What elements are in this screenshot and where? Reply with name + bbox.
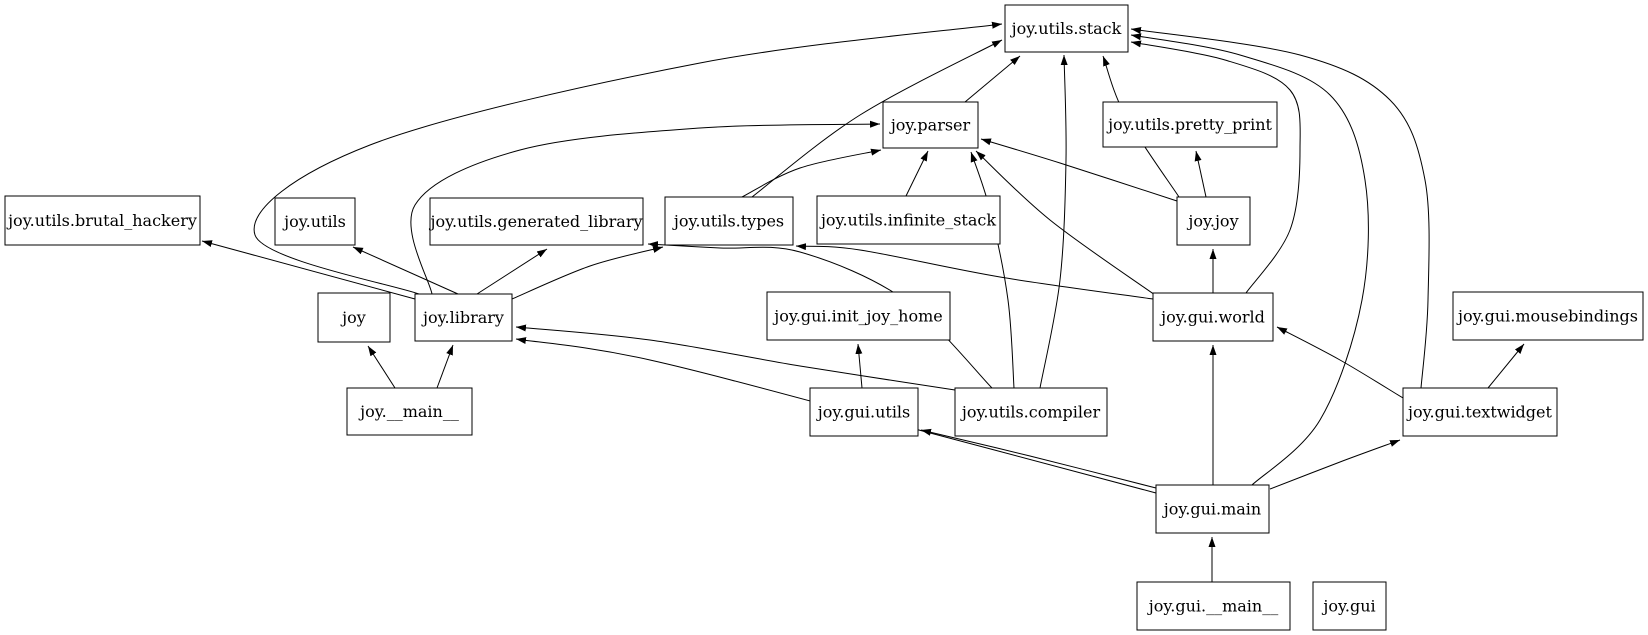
edge-joy-gui-main-to-joy-utils-stack bbox=[1130, 33, 1369, 486]
node-label-joy-library: joy.library bbox=[421, 308, 504, 327]
node-joy-gui-world: joy.gui.world bbox=[1152, 292, 1274, 342]
node-box-joy-utils-brutal-hackery bbox=[4, 195, 201, 246]
edge-joy-utils-types-to-joy-parser bbox=[741, 148, 882, 198]
node-joy-utils-stack: joy.utils.stack bbox=[1004, 4, 1129, 53]
node-label-joy: joy bbox=[340, 308, 366, 327]
edge-joy-gui-main-to-joy-gui-utils bbox=[920, 428, 1157, 489]
node-label-joy-utils-stack: joy.utils.stack bbox=[1010, 19, 1122, 38]
node-box-joy-gui-init-joy-home bbox=[766, 291, 951, 341]
node-box-joy-gui-utils bbox=[809, 387, 919, 437]
node-joy-main-module: joy.__main__ bbox=[346, 387, 473, 436]
node-joy-utils-compiler: joy.utils.compiler bbox=[954, 387, 1108, 437]
node-layer: joy.utils.stack joy.parser joy.utils.prett… bbox=[4, 4, 1644, 631]
node-label-joy-utils-generated-library: joy.utils.generated_library bbox=[428, 212, 642, 231]
node-label-joy-utils-types: joy.utils.types bbox=[672, 212, 784, 231]
node-label-joy-gui-textwidget: joy.gui.textwidget bbox=[1406, 403, 1552, 422]
node-joy-gui-utils: joy.gui.utils bbox=[809, 387, 919, 437]
edge-joy-utils-types-to-joy-utils-stack bbox=[751, 39, 1003, 198]
node-box-joy bbox=[317, 292, 391, 343]
node-label-joy-main-module: joy.__main__ bbox=[358, 402, 459, 421]
edge-joy-utils-compiler-to-joy-parser bbox=[970, 151, 1015, 389]
edge-joy-gui-utils-to-joy-gui-init-joy-home bbox=[855, 343, 863, 389]
edge-joy-utils-compiler-to-joy-library bbox=[515, 324, 956, 391]
node-label-joy-utils-compiler: joy.utils.compiler bbox=[960, 403, 1101, 422]
node-box-joy-utils-compiler bbox=[954, 387, 1108, 437]
node-box-joy-joy bbox=[1176, 196, 1251, 246]
edge-joy-library-to-joy-utils bbox=[352, 246, 459, 295]
edge-joy-gui-textwidget-to-joy-gui-mousebindings bbox=[1487, 343, 1525, 389]
node-box-joy-gui bbox=[1312, 581, 1387, 631]
edge-joy-main--to-joy-library bbox=[436, 344, 454, 389]
edge-joy-joy-to-joy-parser bbox=[980, 138, 1178, 202]
node-label-joy-gui-main-module: joy.gui.__main__ bbox=[1147, 597, 1278, 616]
node-joy-gui: joy.gui bbox=[1312, 581, 1387, 631]
edge-joy-parser-to-joy-utils-stack bbox=[964, 55, 1021, 103]
node-box-joy-gui-world bbox=[1152, 292, 1274, 342]
node-joy-gui-main: joy.gui.main bbox=[1155, 484, 1270, 534]
edge-layer bbox=[201, 21, 1525, 582]
edge-joy-library-to-joy-parser bbox=[410, 120, 881, 295]
node-joy-gui-mousebindings: joy.gui.mousebindings bbox=[1452, 291, 1644, 341]
node-joy-library: joy.library bbox=[414, 293, 513, 342]
node-joy-utils-infinite-stack: joy.utils.infinite_stack bbox=[816, 195, 1001, 245]
node-label-joy-gui-world: joy.gui.world bbox=[1159, 308, 1265, 327]
node-joy-utils-brutal-hackery: joy.utils.brutal_hackery bbox=[4, 195, 201, 246]
node-box-joy-utils-generated-library bbox=[429, 197, 644, 246]
edge-joy-gui-world-to-joy-utils-stack bbox=[1130, 40, 1301, 294]
node-joy-gui-textwidget: joy.gui.textwidget bbox=[1402, 387, 1558, 437]
node-box-joy-utils-types bbox=[664, 196, 794, 246]
edge-joy-utils-compiler-to-joy-utils-stack bbox=[1039, 54, 1068, 389]
node-label-joy-parser: joy.parser bbox=[889, 116, 971, 135]
node-joy-utils-pretty-print: joy.utils.pretty_print bbox=[1102, 101, 1278, 148]
node-joy-gui-init-joy-home: joy.gui.init_joy_home bbox=[766, 291, 951, 341]
node-label-joy-utils: joy.utils bbox=[282, 212, 346, 231]
node-box-joy-main-module bbox=[346, 387, 473, 436]
node-label-joy-utils-infinite-stack: joy.utils.infinite_stack bbox=[819, 211, 996, 230]
edge-joy-gui-world-to-joy-utils-types bbox=[795, 243, 1154, 300]
edge-joy-library-to-joy-utils-types bbox=[511, 246, 664, 300]
edge-joy-gui-main-to-joy-gui-textwidget bbox=[1269, 439, 1401, 490]
edge-joy-gui-world-to-joy-parser bbox=[975, 150, 1156, 296]
node-box-joy-gui-mousebindings bbox=[1452, 291, 1644, 341]
node-joy-joy: joy.joy bbox=[1176, 196, 1251, 246]
edge-joy-library-to-joy-utils-stack bbox=[253, 21, 1003, 295]
node-joy-gui-main-module: joy.gui.__main__ bbox=[1136, 581, 1291, 631]
node-label-joy-utils-brutal-hackery: joy.utils.brutal_hackery bbox=[6, 211, 197, 230]
node-label-joy-utils-pretty-print: joy.utils.pretty_print bbox=[1106, 115, 1272, 134]
node-box-joy-gui-main bbox=[1155, 484, 1270, 534]
node-box-joy-gui-textwidget bbox=[1402, 387, 1558, 437]
edge-joy-library-to-joy-utils-brutal-hackery bbox=[201, 240, 416, 300]
edge-joy-gui-textwidget-to-joy-gui-world bbox=[1276, 326, 1404, 399]
node-box-joy-utils-pretty-print bbox=[1102, 101, 1278, 148]
edge-joy-gui-main-to-joy-library bbox=[515, 337, 1157, 494]
node-joy: joy bbox=[317, 292, 391, 343]
edge-joy-gui-textwidget-to-joy-utils-stack bbox=[1130, 27, 1430, 389]
node-box-joy-parser bbox=[882, 101, 979, 149]
node-label-joy-gui-main: joy.gui.main bbox=[1162, 500, 1261, 519]
node-box-joy-utils-infinite-stack bbox=[816, 195, 1001, 245]
node-label-joy-joy: joy.joy bbox=[1186, 212, 1238, 231]
node-box-joy-library bbox=[414, 293, 513, 342]
edge-joy-utils-infinite-stack-to-joy-parser bbox=[905, 150, 929, 197]
node-joy-utils: joy.utils bbox=[274, 197, 356, 246]
node-joy-utils-types: joy.utils.types bbox=[664, 196, 794, 246]
node-joy-parser: joy.parser bbox=[882, 101, 979, 149]
node-box-joy-utils-stack bbox=[1004, 4, 1129, 53]
node-label-joy-gui-utils: joy.gui.utils bbox=[816, 403, 911, 422]
node-box-joy-gui-main-module bbox=[1136, 581, 1291, 631]
node-label-joy-gui-init-joy-home: joy.gui.init_joy_home bbox=[772, 307, 943, 326]
node-joy-utils-generated-library: joy.utils.generated_library bbox=[428, 197, 644, 246]
node-label-joy-gui-mousebindings: joy.gui.mousebindings bbox=[1456, 307, 1638, 326]
node-label-joy-gui: joy.gui bbox=[1321, 597, 1375, 616]
edge-joy-joy-to-joy-utils-pretty-print bbox=[1194, 150, 1207, 198]
node-box-joy-utils bbox=[274, 197, 356, 246]
edge-joy-library-to-joy-utils-generated-library bbox=[476, 248, 548, 295]
edge-joy-main--to-joy bbox=[367, 345, 396, 389]
